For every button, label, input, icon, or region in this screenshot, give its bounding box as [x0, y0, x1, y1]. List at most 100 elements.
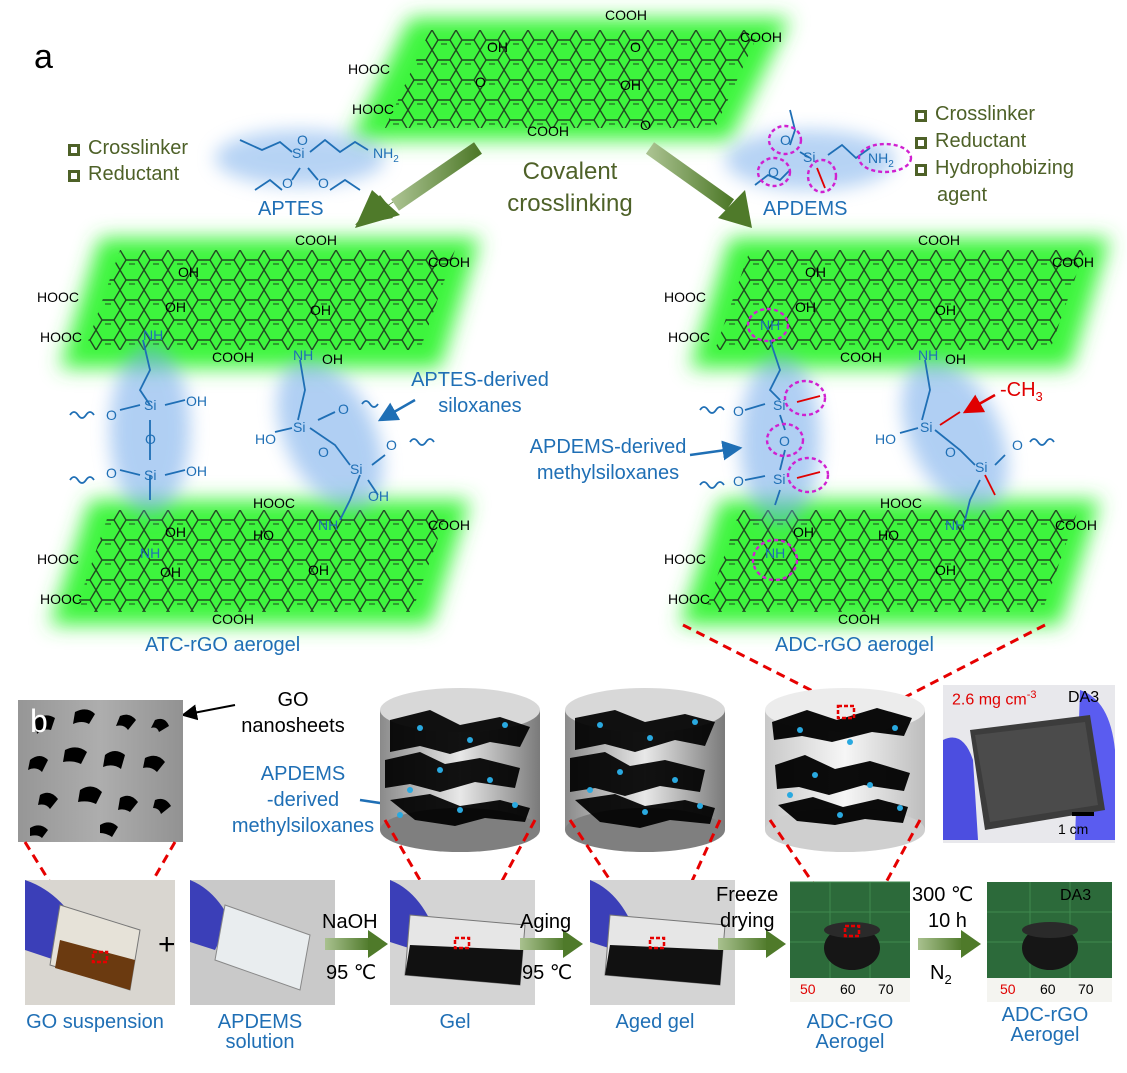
top-cooh-1: COOH [605, 7, 647, 23]
panel-a-letter: a [34, 38, 53, 76]
gel-cylinder-2 [565, 688, 725, 852]
aging-temp-label: 95 ℃ [522, 962, 573, 984]
plus-sign: + [158, 928, 176, 961]
l-o-5: O [386, 437, 397, 453]
atc-rgo-caption: ATC-rGO aerogel [145, 634, 301, 656]
process-arrows [325, 930, 981, 958]
aptes-molecule-glow [215, 130, 385, 186]
caption-apdems-solution-l2: solution [225, 1031, 295, 1053]
top-hooc-2: HOOC [352, 101, 394, 117]
density-label: 2.6 mg cm-3 [952, 689, 1037, 709]
aptes-molecule-bonds [239, 138, 369, 191]
freeze-label: Freeze [716, 884, 779, 906]
da3-aerogel-photo [943, 685, 1115, 843]
apdems-nh2: NH2 [868, 150, 894, 170]
r-hooc-3: HOOC [880, 495, 922, 511]
gel-photo [390, 880, 535, 1005]
l-o-2: O [106, 465, 117, 481]
l-nh-4: NH [318, 517, 339, 533]
aptes-o-1: O [297, 132, 308, 148]
r-o-2: O [733, 403, 744, 419]
r-oh-4: OH [945, 351, 966, 367]
right-lower-rgo-sheet [680, 500, 1100, 625]
aerogel-cylinder [765, 688, 925, 852]
crosslinking-label: crosslinking [507, 190, 633, 217]
left-crosslinking-arrow [355, 142, 482, 228]
apdems-o-2: O [768, 164, 779, 180]
l-cooh-2: COOH [428, 254, 470, 270]
r-hooc-5: HOOC [668, 591, 710, 607]
adc-rgo-aerogel-photo [790, 881, 910, 1002]
l-hooc-5: HOOC [40, 591, 82, 607]
l-oh-10: OH [308, 562, 329, 578]
anneal-temp-label: 300 ℃ [912, 884, 974, 906]
aptes-derived-pointer [377, 398, 416, 422]
r-cooh-2: COOH [1052, 254, 1094, 270]
caption-gel: Gel [439, 1011, 471, 1033]
right-upper-rgo-sheet [690, 238, 1110, 368]
photo-da3-label: DA3 [1060, 887, 1092, 904]
methylsiloxane-label-1: APDEMS [260, 763, 346, 785]
aptes-derived-label-1: APTES-derived [411, 369, 549, 391]
r-oh-1: OH [805, 264, 826, 280]
gel-cylinder-1 [380, 688, 540, 852]
r-ho-1: HO [875, 431, 896, 447]
apdems-o-1: O [780, 132, 791, 148]
l-hooc-3: HOOC [253, 495, 295, 511]
methyl-bonds [796, 167, 996, 496]
r-o-1: O [779, 433, 790, 449]
r-nh-2: NH [918, 347, 939, 363]
aging-label: Aging [520, 911, 572, 933]
panel-b-letter: b [30, 703, 48, 739]
r-si-4: Si [975, 459, 988, 475]
l-hooc-4: HOOC [37, 551, 79, 567]
top-o-1: O [475, 74, 486, 90]
ruler-70-b: 70 [1078, 981, 1094, 997]
r-cooh-5: COOH [838, 611, 880, 627]
aptes-role-reductant: Reductant [68, 164, 179, 184]
apdems-solution-photo [190, 880, 335, 1005]
adc-rgo-caption: ADC-rGO aerogel [775, 634, 934, 656]
r-ho-2: HO [878, 527, 899, 543]
go-nanosheets-label-1: GO [277, 689, 309, 711]
anneal-time-label: 10 h [928, 910, 967, 932]
l-oh-8: OH [165, 524, 186, 540]
aptes-name: APTES [258, 198, 324, 220]
r-si-1: Si [773, 397, 786, 413]
apdems-role-agent: agent [937, 184, 988, 206]
left-upper-rgo-sheet [60, 238, 480, 368]
r-oh-6: OH [935, 562, 956, 578]
aptes-o-3: O [318, 175, 329, 191]
top-go-sheet [350, 18, 790, 140]
ruler-60-a: 60 [840, 981, 856, 997]
l-cooh-4: COOH [428, 517, 470, 533]
methylsiloxane-label-3: methylsiloxanes [231, 815, 375, 837]
apdems-role-hydrophobizing: Hydrophobizing [915, 158, 1074, 178]
l-o-4: O [338, 401, 349, 417]
apdems-siloxane-bonds [699, 339, 1055, 521]
da3-label: DA3 [1068, 689, 1100, 706]
l-oh-1: OH [178, 264, 199, 280]
drying-label: drying [720, 910, 775, 932]
caption-adc-l2: Aerogel [815, 1031, 885, 1053]
caption-adc2-l1: ADC-rGO [1001, 1004, 1089, 1026]
r-hooc-1: HOOC [664, 289, 706, 305]
apdems-siloxane-glow-left [740, 355, 820, 525]
l-si-4: Si [350, 461, 363, 477]
l-o-3: O [145, 431, 156, 447]
adc-rgo-aerogel-annealed-photo [987, 882, 1112, 1002]
aptes-si: Si [292, 145, 305, 161]
l-nh-1: NH [143, 327, 164, 343]
go-nanosheet-pointer [181, 704, 236, 721]
top-hooc-1: HOOC [348, 61, 390, 77]
l-nh-3: NH [140, 545, 161, 561]
r-si-3: Si [920, 419, 933, 435]
r-hooc-2: HOOC [668, 329, 710, 345]
aptes-derived-label-2: siloxanes [438, 395, 522, 417]
methyl-pointer [962, 393, 996, 414]
caption-adc-l1: ADC-rGO [806, 1011, 894, 1033]
